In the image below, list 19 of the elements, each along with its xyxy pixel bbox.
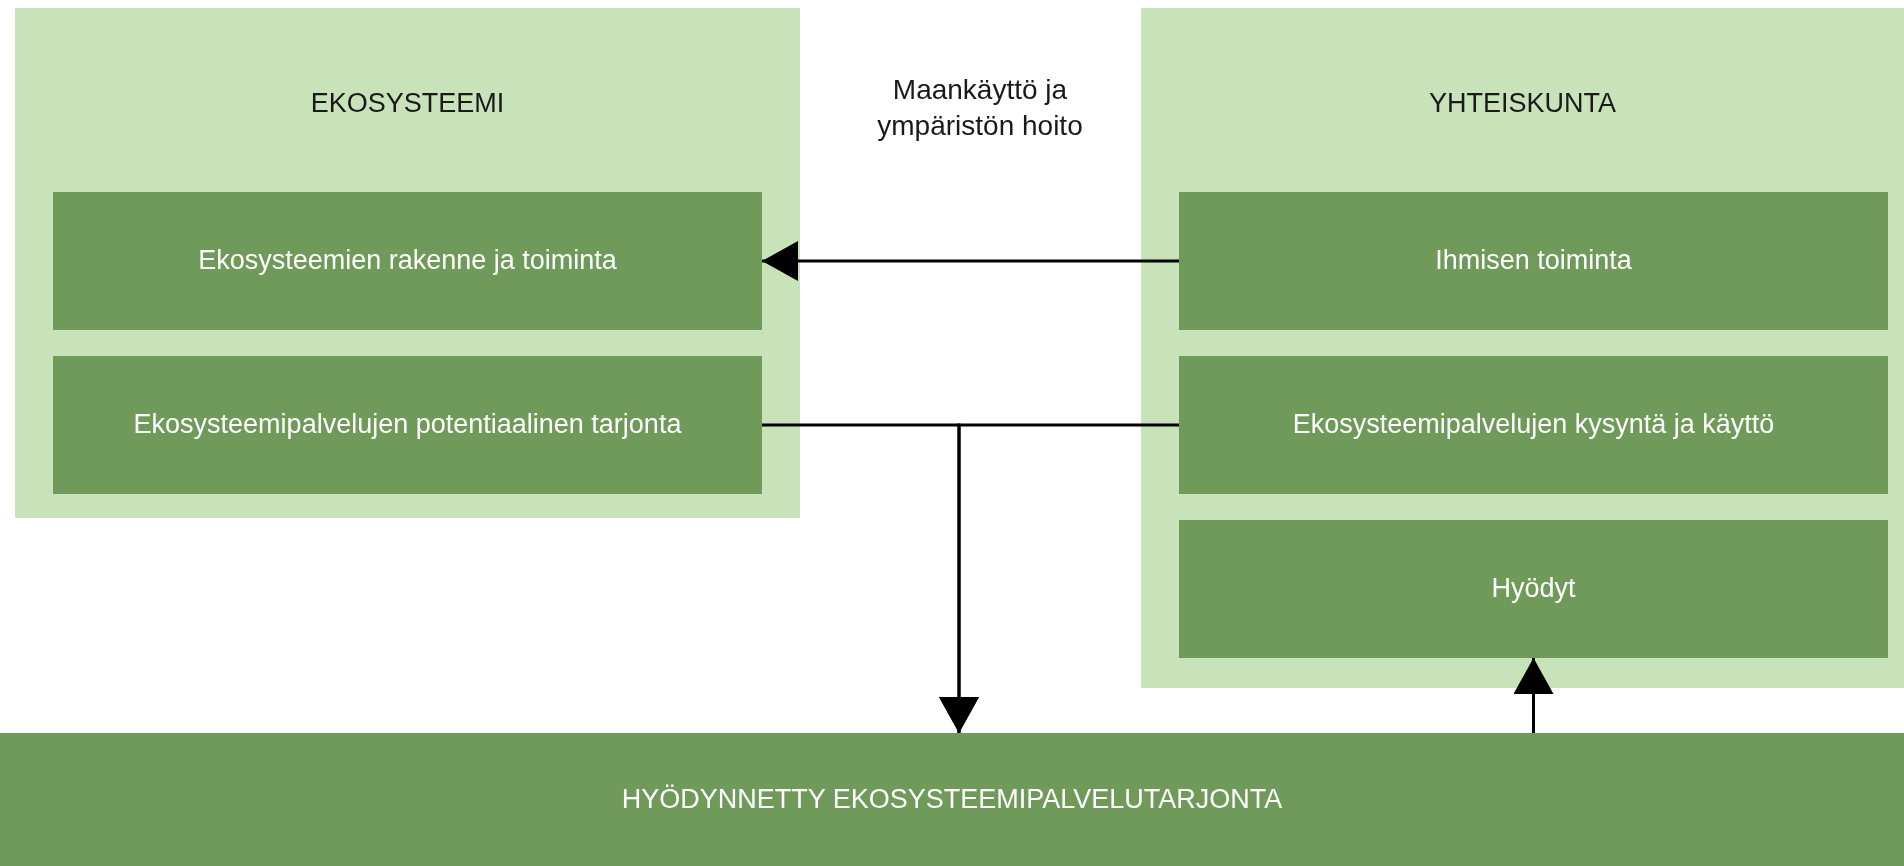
process-box <box>0 733 1904 866</box>
box-label: Ekosysteemipalvelujen kysyntä ja käyttö <box>1292 408 1775 442</box>
group-title: EKOSYSTEEMI <box>309 88 506 119</box>
group-panel <box>15 8 800 518</box>
group-panel <box>1141 8 1904 688</box>
process-box <box>1179 520 1888 658</box>
process-box <box>1179 192 1888 330</box>
group-title: YHTEISKUNTA <box>1428 88 1617 119</box>
process-box <box>1179 356 1888 494</box>
arrow <box>1513 658 1554 733</box>
box-label: Hyödyt <box>1491 572 1576 606</box>
process-box <box>53 356 762 494</box>
box-label: HYÖDYNNETTY EKOSYSTEEMIPALVELUTARJONTA <box>621 782 1283 816</box>
arrow <box>762 241 1179 281</box>
arrow <box>939 423 1179 733</box>
box-label: Ekosysteemipalvelujen potentiaalinen tarjonta <box>133 408 682 442</box>
box-label: Ihmisen toiminta <box>1435 244 1632 278</box>
box-label: Ekosysteemien rakenne ja toiminta <box>198 244 617 278</box>
process-box <box>53 192 762 330</box>
